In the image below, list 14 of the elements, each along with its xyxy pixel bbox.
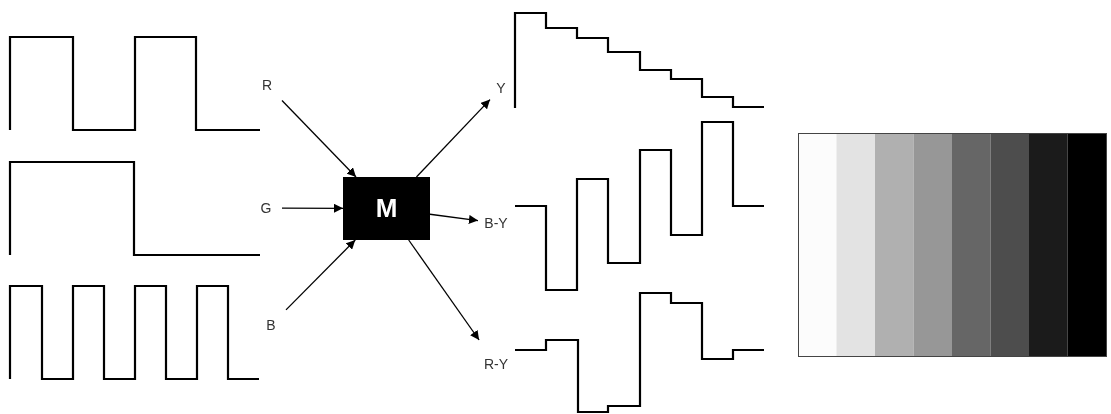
signal-label: B [266, 317, 276, 333]
matrix-label: M [375, 193, 398, 224]
arrow [415, 98, 491, 178]
arrow [285, 239, 356, 311]
signal-label: B-Y [484, 215, 508, 231]
arrow [429, 213, 479, 224]
signal-label: G [260, 200, 272, 216]
arrow [281, 203, 344, 213]
arrow [408, 239, 480, 341]
signal-label: R-Y [483, 356, 509, 372]
matrix-box [343, 177, 430, 240]
arrow [281, 99, 357, 178]
signal-label: Y [496, 80, 506, 96]
signal-label: R [261, 77, 273, 93]
